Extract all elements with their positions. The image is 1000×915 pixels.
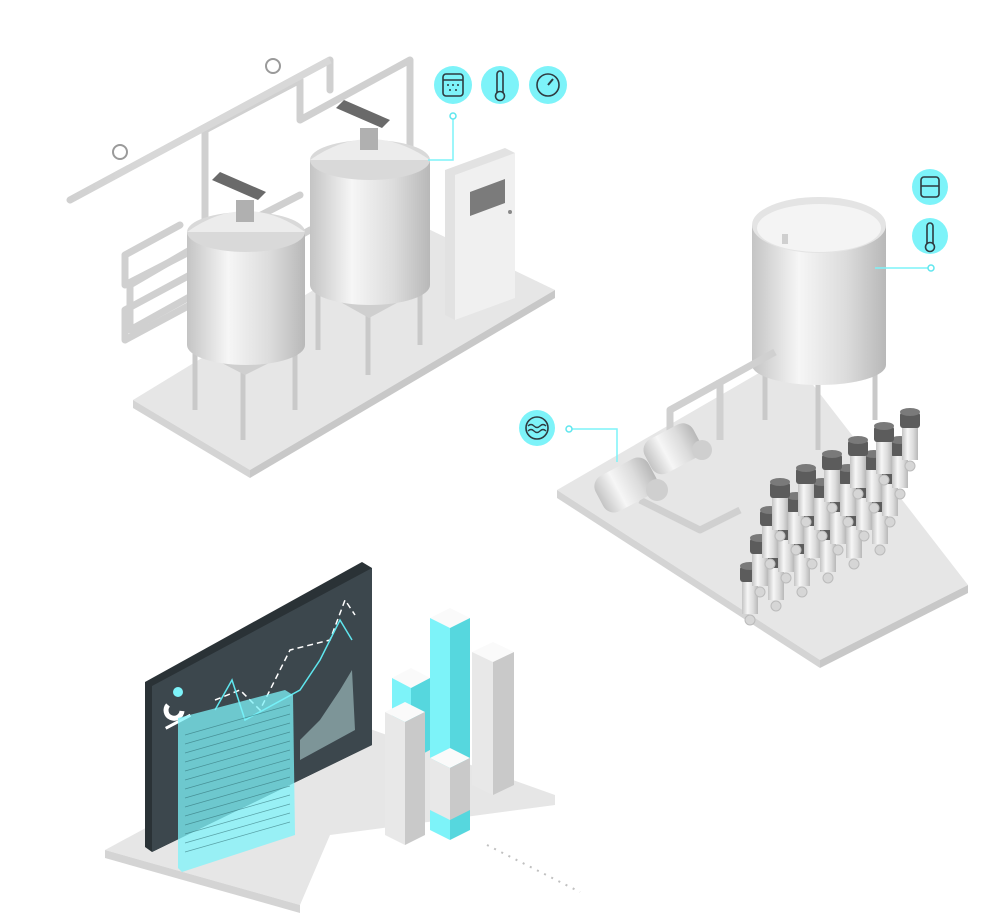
table-row-line xyxy=(184,740,291,772)
liquid-level-icon xyxy=(434,66,472,104)
table-row-line xyxy=(184,785,291,817)
bar xyxy=(472,642,514,795)
table-row-line xyxy=(184,704,291,736)
thermometer-icon xyxy=(481,66,519,104)
table-row-line xyxy=(184,722,291,754)
sensor-connector xyxy=(570,428,618,462)
flow-icon xyxy=(519,410,555,446)
table-row-line xyxy=(184,767,291,799)
pump xyxy=(594,457,668,513)
dotted-connector xyxy=(486,844,581,893)
pressure-gauge-icon xyxy=(529,66,567,104)
thermometer-icon xyxy=(912,218,948,254)
table-row-line xyxy=(184,803,291,835)
table-row-line xyxy=(184,713,291,745)
bar-chart-3d xyxy=(385,608,514,845)
fermentation-tank-station xyxy=(66,56,567,478)
storage-and-bottling-station xyxy=(519,169,968,668)
table-row-line xyxy=(184,758,291,790)
table-row-line xyxy=(184,749,291,781)
storage-tank xyxy=(752,197,886,450)
data-table-panel xyxy=(178,690,295,872)
bottle xyxy=(874,422,894,486)
bottle xyxy=(796,464,816,528)
pump xyxy=(643,423,712,475)
bottle xyxy=(750,534,770,598)
bottle xyxy=(848,436,868,500)
table-row-line xyxy=(184,731,291,763)
fermentation-tank xyxy=(187,172,305,440)
analytics-station xyxy=(105,562,581,913)
control-cabinet xyxy=(445,148,515,320)
bottle-grid xyxy=(740,408,920,626)
table-row-line xyxy=(184,821,291,853)
bottle xyxy=(822,450,842,514)
bar xyxy=(430,748,470,820)
table-row-line xyxy=(184,776,291,808)
bottle xyxy=(900,408,920,472)
bottle xyxy=(770,478,790,542)
bar xyxy=(385,702,425,845)
fermentation-tank xyxy=(310,100,430,375)
table-row-line xyxy=(184,794,291,826)
table-row-line xyxy=(184,812,291,844)
sensor-connector xyxy=(428,118,454,161)
pressure-gauges xyxy=(112,58,281,160)
tank-level-icon xyxy=(912,169,948,205)
